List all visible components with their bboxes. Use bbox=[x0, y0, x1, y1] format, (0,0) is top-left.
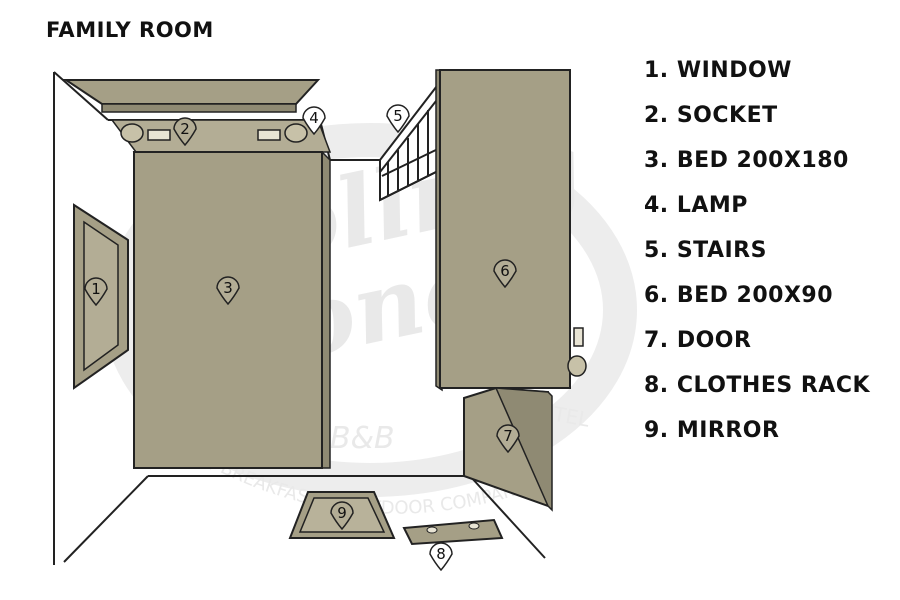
bed-double bbox=[132, 151, 331, 469]
shelf bbox=[62, 79, 321, 113]
svg-text:1: 1 bbox=[91, 280, 101, 298]
legend: 1. WINDOW 2. SOCKET 3. BED 200X180 4. LA… bbox=[644, 54, 870, 459]
svg-text:5: 5 bbox=[393, 107, 403, 125]
legend-item-bed-single: 6. BED 200X90 bbox=[644, 283, 834, 308]
svg-text:8: 8 bbox=[436, 545, 446, 563]
socket-icon bbox=[147, 129, 281, 141]
marker-clothes-rack: 8 bbox=[429, 542, 453, 572]
legend-item-socket: 2. SOCKET bbox=[644, 103, 778, 128]
bed-single bbox=[435, 69, 571, 392]
legend-item-stairs: 5. STAIRS bbox=[644, 238, 767, 263]
marker-stairs: 5 bbox=[386, 104, 410, 134]
svg-text:7: 7 bbox=[503, 427, 513, 445]
lamp-icon bbox=[120, 123, 308, 143]
marker-window: 1 bbox=[84, 277, 108, 307]
page-title: FAMILY ROOM bbox=[46, 18, 214, 42]
marker-lamp: 4 bbox=[302, 106, 326, 136]
svg-text:2: 2 bbox=[180, 120, 190, 138]
switch-icon bbox=[567, 327, 587, 377]
marker-door: 7 bbox=[496, 424, 520, 454]
watermark-bb: B&B bbox=[330, 421, 395, 456]
marker-mirror: 9 bbox=[330, 501, 354, 531]
svg-text:9: 9 bbox=[337, 504, 347, 522]
svg-text:3: 3 bbox=[223, 279, 233, 297]
legend-item-window: 1. WINDOW bbox=[644, 58, 792, 83]
stairs bbox=[379, 79, 441, 202]
legend-item-door: 7. DOOR bbox=[644, 328, 752, 353]
legend-item-bed-double: 3. BED 200X180 bbox=[644, 148, 849, 173]
clothes-rack bbox=[402, 518, 504, 546]
legend-item-lamp: 4. LAMP bbox=[644, 193, 748, 218]
legend-item-mirror: 9. MIRROR bbox=[644, 418, 780, 443]
marker-socket: 2 bbox=[173, 117, 197, 147]
svg-text:4: 4 bbox=[309, 109, 319, 127]
marker-bed-single: 6 bbox=[493, 259, 517, 289]
legend-item-clothes-rack: 8. CLOTHES RACK bbox=[644, 373, 871, 398]
svg-text:6: 6 bbox=[500, 262, 510, 280]
marker-bed-double: 3 bbox=[216, 276, 240, 306]
